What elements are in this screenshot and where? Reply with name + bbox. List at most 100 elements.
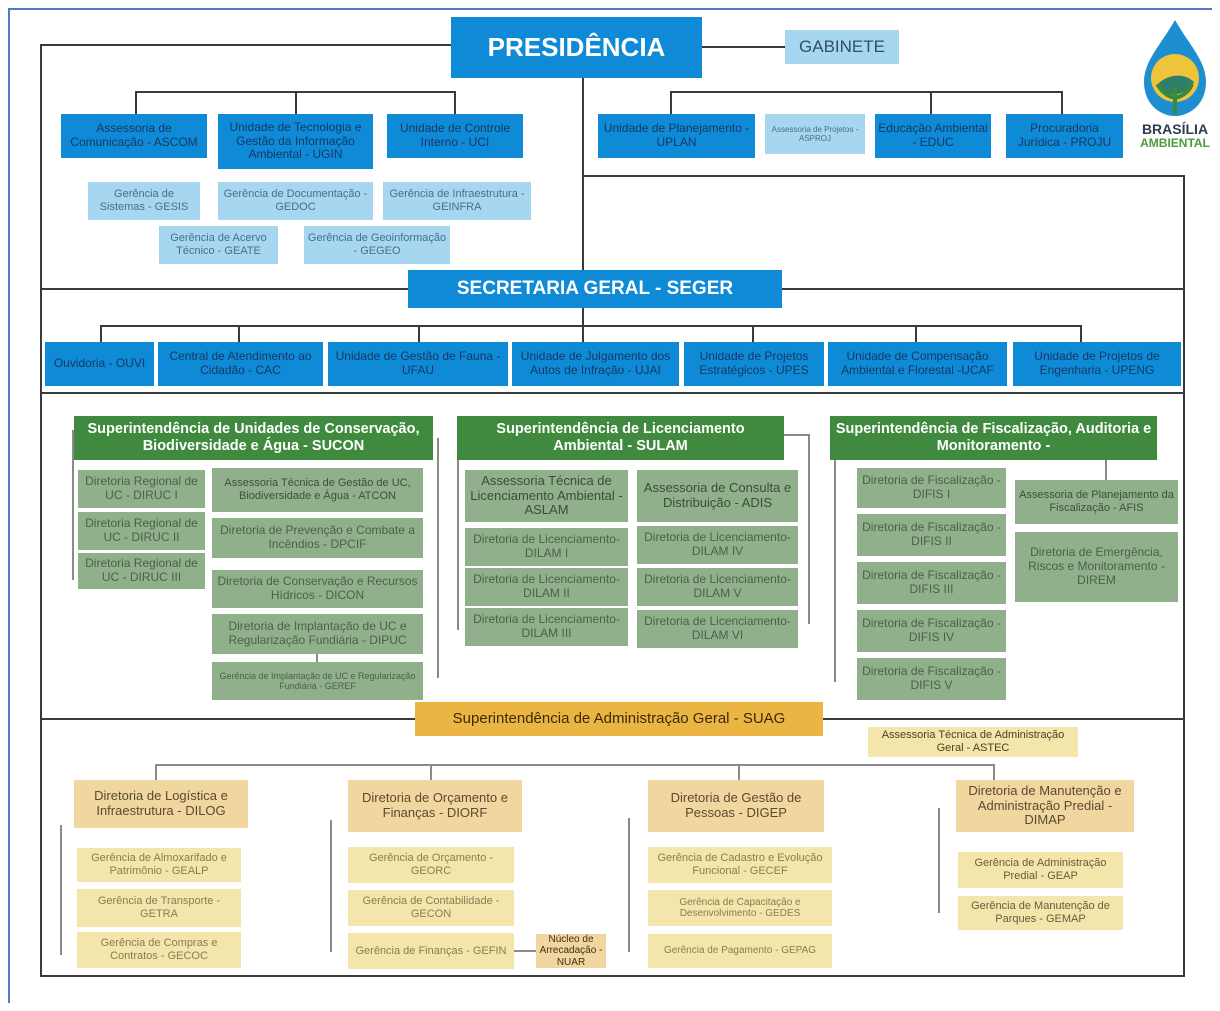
unit-dimap[interactable]: Diretoria de Manutenção e Administração … [956,780,1134,832]
unit-ufau[interactable]: Unidade de Gestão de Fauna - UFAU [328,342,508,386]
connector [155,764,995,766]
unit-ucaf[interactable]: Unidade de Compensação Ambiental e Flore… [828,342,1007,386]
connector [670,91,1062,93]
connector [628,818,630,952]
connector [72,430,74,580]
unit-georc[interactable]: Gerência de Orçamento - GEORC [348,847,514,883]
connector [1105,460,1107,480]
unit-ugin[interactable]: Unidade de Tecnologia e Gestão da Inform… [218,114,373,169]
unit-difis-4[interactable]: Diretoria de Fiscalização - DIFIS IV [857,610,1006,652]
unit-gedoc[interactable]: Gerência de Documentação - GEDOC [218,182,373,220]
unit-dilam-1[interactable]: Diretoria de Licenciamento- DILAM I [465,528,628,566]
unit-gecef[interactable]: Gerência de Cadastro e Evolução Funciona… [648,847,832,883]
unit-diruc-2[interactable]: Diretoria Regional de UC - DIRUC II [78,512,205,550]
unit-geate[interactable]: Gerência de Acervo Técnico - GEATE [159,226,278,264]
unit-dilam-6[interactable]: Diretoria de Licenciamento- DILAM VI [637,610,798,648]
unit-direm[interactable]: Diretoria de Emergência, Riscos e Monito… [1015,532,1178,602]
page-frame [8,8,1212,1003]
connector [930,91,932,114]
connector [702,46,786,48]
sucon-box[interactable]: Superintendência de Unidades de Conserva… [74,416,433,460]
connector [834,460,836,682]
connector [1061,91,1063,114]
unit-cac[interactable]: Central de Atendimento ao Cidadão - CAC [158,342,323,386]
unit-atcon[interactable]: Assessoria Técnica de Gestão de UC, Biod… [212,468,423,512]
unit-upeng[interactable]: Unidade de Projetos de Engenharia - UPEN… [1013,342,1181,386]
connector [330,820,332,952]
unit-dicon[interactable]: Diretoria de Conservação e Recursos Hídr… [212,570,423,608]
unit-dilam-5[interactable]: Diretoria de Licenciamento- DILAM V [637,568,798,606]
unit-dilam-2[interactable]: Diretoria de Licenciamento- DILAM II [465,568,628,606]
unit-geref[interactable]: Gerência de Implantação de UC e Regulari… [212,662,423,700]
connector [295,91,297,114]
unit-adis[interactable]: Assessoria de Consulta e Distribuição - … [637,470,798,522]
unit-ujai[interactable]: Unidade de Julgamento dos Autos de Infra… [512,342,679,386]
unit-dilam-3[interactable]: Diretoria de Licenciamento- DILAM III [465,608,628,646]
sulam-box[interactable]: Superintendência de Licenciamento Ambien… [457,416,784,460]
unit-uci[interactable]: Unidade de Controle Interno - UCI [387,114,523,158]
unit-gepag[interactable]: Gerência de Pagamento - GEPAG [648,934,832,968]
connector [1183,175,1185,977]
unit-geinfra[interactable]: Gerência de Infraestrutura - GEINFRA [383,182,531,220]
connector [454,91,456,114]
unit-gealp[interactable]: Gerência de Almoxarifado e Patrimônio - … [77,848,241,882]
logo-text: BRASÍLIA AMBIENTAL [1130,122,1220,149]
seger-box[interactable]: SECRETARIA GERAL - SEGER [408,270,782,308]
connector [784,434,810,436]
suag-box[interactable]: Superintendência de Administração Geral … [415,702,823,736]
presidency-box[interactable]: PRESIDÊNCIA [451,17,702,78]
unit-dpcif[interactable]: Diretoria de Prevenção e Combate a Incên… [212,518,423,558]
unit-astec[interactable]: Assessoria Técnica de Administração Gera… [868,727,1078,757]
logo-line-2: AMBIENTAL [1140,135,1210,150]
unit-dipuc[interactable]: Diretoria de Implantação de UC e Regular… [212,614,423,654]
connector [155,764,157,780]
unit-gesis[interactable]: Gerência de Sistemas - GESIS [88,182,200,220]
unit-diorf[interactable]: Diretoria de Orçamento e Finanças - DIOR… [348,780,522,832]
connector [993,764,995,780]
connector [60,825,62,955]
connector [514,950,536,952]
unit-upes[interactable]: Unidade de Projetos Estratégicos - UPES [684,342,824,386]
unit-diruc-1[interactable]: Diretoria Regional de UC - DIRUC I [78,470,205,508]
connector [457,460,459,630]
connector [915,325,917,343]
unit-gecon[interactable]: Gerência de Contabilidade - GECON [348,890,514,926]
unit-difis-2[interactable]: Diretoria de Fiscalização - DIFIS II [857,514,1006,556]
unit-proju[interactable]: Procuradoria Jurídica - PROJU [1006,114,1123,158]
unit-difis-3[interactable]: Diretoria de Fiscalização - DIFIS III [857,562,1006,604]
connector [752,325,754,343]
connector [238,325,240,343]
cabinet-box[interactable]: GABINETE [785,30,899,64]
unit-gefin[interactable]: Gerência de Finanças - GEFIN [348,933,514,969]
unit-digep[interactable]: Diretoria de Gestão de Pessoas - DIGEP [648,780,824,832]
connector [100,325,1082,327]
unit-dilam-4[interactable]: Diretoria de Licenciamento- DILAM IV [637,526,798,564]
unit-afis[interactable]: Assessoria de Planejamento da Fiscalizaç… [1015,480,1178,524]
unit-educ[interactable]: Educação Ambiental - EDUC [875,114,991,158]
connector [808,434,810,624]
unit-diruc-3[interactable]: Diretoria Regional de UC - DIRUC III [78,553,205,589]
connector [42,392,1183,394]
unit-gegeo[interactable]: Gerência de Geoinformação - GEGEO [304,226,450,264]
connector [738,764,740,780]
unit-gedes[interactable]: Gerência de Capacitação e Desenvolviment… [648,890,832,926]
connector [40,44,452,46]
connector [135,91,137,114]
unit-nuar[interactable]: Núcleo de Arrecadação - NUAR [536,934,606,968]
unit-difis-5[interactable]: Diretoria de Fiscalização - DIFIS V [857,658,1006,700]
unit-gemap[interactable]: Gerência de Manutenção de Parques - GEMA… [958,896,1123,930]
sufam-box[interactable]: Superintendência de Fiscalização, Audito… [830,416,1157,460]
unit-aslam[interactable]: Assessoria Técnica de Licenciamento Ambi… [465,470,628,522]
connector [670,91,672,114]
unit-gecoc[interactable]: Gerência de Compras e Contratos - GECOC [77,932,241,968]
unit-getra[interactable]: Gerência de Transporte - GETRA [77,889,241,927]
water-drop-leaf-icon [1144,20,1206,116]
connector [418,325,420,343]
unit-ouvi[interactable]: Ouvidoria - OUVI [45,342,154,386]
unit-difis-1[interactable]: Diretoria de Fiscalização - DIFIS I [857,468,1006,508]
unit-ascom[interactable]: Assessoria de Comunicação - ASCOM [61,114,207,158]
unit-asproj[interactable]: Assessoria de Projetos - ASPROJ [765,114,865,154]
unit-geap[interactable]: Gerência de Administração Predial - GEAP [958,852,1123,888]
unit-dilog[interactable]: Diretoria de Logística e Infraestrutura … [74,780,248,828]
unit-uplan[interactable]: Unidade de Planejamento - UPLAN [598,114,755,158]
